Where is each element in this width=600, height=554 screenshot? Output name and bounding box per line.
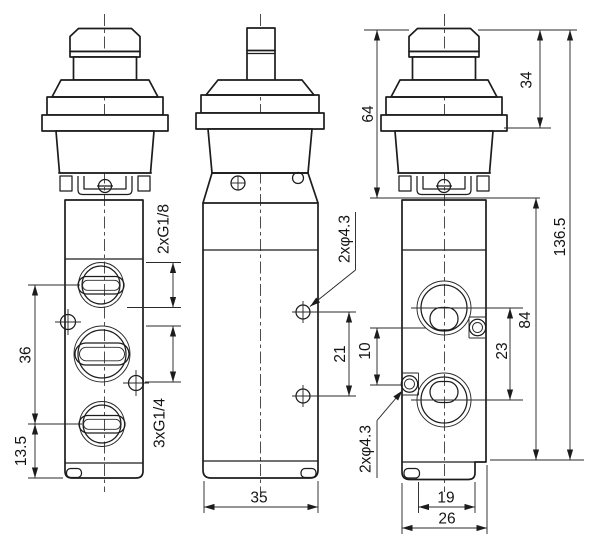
rear-actuator-knob <box>380 27 508 196</box>
rear-foot-notch <box>403 467 421 479</box>
side-stem <box>246 27 276 83</box>
side-view: 2xφ4.3 21 35 <box>195 14 356 513</box>
dim-rear-base-width: 26 <box>438 511 455 528</box>
front-port-2 <box>73 325 131 383</box>
dim-rear-knob-height: 34 <box>518 71 535 89</box>
label-side-mount-holes: 2xφ4.3 <box>336 215 353 263</box>
front-pilot-hole-right <box>123 370 149 396</box>
side-dimensions: 2xφ4.3 21 35 <box>203 212 356 513</box>
dim-front-port-span: 36 <box>17 346 34 363</box>
rear-mount-hole-left <box>400 372 419 396</box>
dim-rear-body-height: 84 <box>517 311 534 329</box>
side-body <box>202 202 319 479</box>
front-body <box>55 199 149 479</box>
dim-front-bottom-offset: 13.5 <box>13 436 30 466</box>
rear-view: 64 34 136.5 84 23 10 2xφ4.3 <box>357 14 584 534</box>
dim-side-width: 35 <box>250 490 267 507</box>
side-screw <box>230 175 246 191</box>
side-foot-notch <box>300 467 317 479</box>
side-dome <box>291 171 305 185</box>
dim-rear-overall-height: 136.5 <box>552 218 569 257</box>
front-pilot-hole-left <box>55 309 81 335</box>
dim-side-hole-span: 21 <box>332 345 349 362</box>
rear-dimensions: 64 34 136.5 84 23 10 2xφ4.3 <box>357 29 584 534</box>
front-foot-notch <box>65 467 83 479</box>
rear-mount-hole-right <box>468 316 487 339</box>
front-view: 36 13.5 2xG1/8 3xG1/4 <box>13 14 181 492</box>
label-front-thread-pilot: 2xG1/8 <box>155 204 172 254</box>
dim-rear-hole-offset: 10 <box>357 342 374 360</box>
dim-rear-port-span: 23 <box>494 342 511 359</box>
side-mount-hole-bottom <box>292 385 314 407</box>
label-front-thread-main: 3xG1/4 <box>151 398 168 448</box>
front-dimensions: 36 13.5 2xG1/8 3xG1/4 <box>13 204 181 479</box>
front-actuator-knob <box>41 27 169 196</box>
side-mount-hole-top <box>292 301 314 323</box>
label-rear-mount-holes: 2xφ4.3 <box>357 425 374 473</box>
side-actuator <box>195 27 325 204</box>
dim-rear-slot-width: 19 <box>437 490 454 507</box>
dim-rear-actuator-height: 64 <box>360 105 377 123</box>
